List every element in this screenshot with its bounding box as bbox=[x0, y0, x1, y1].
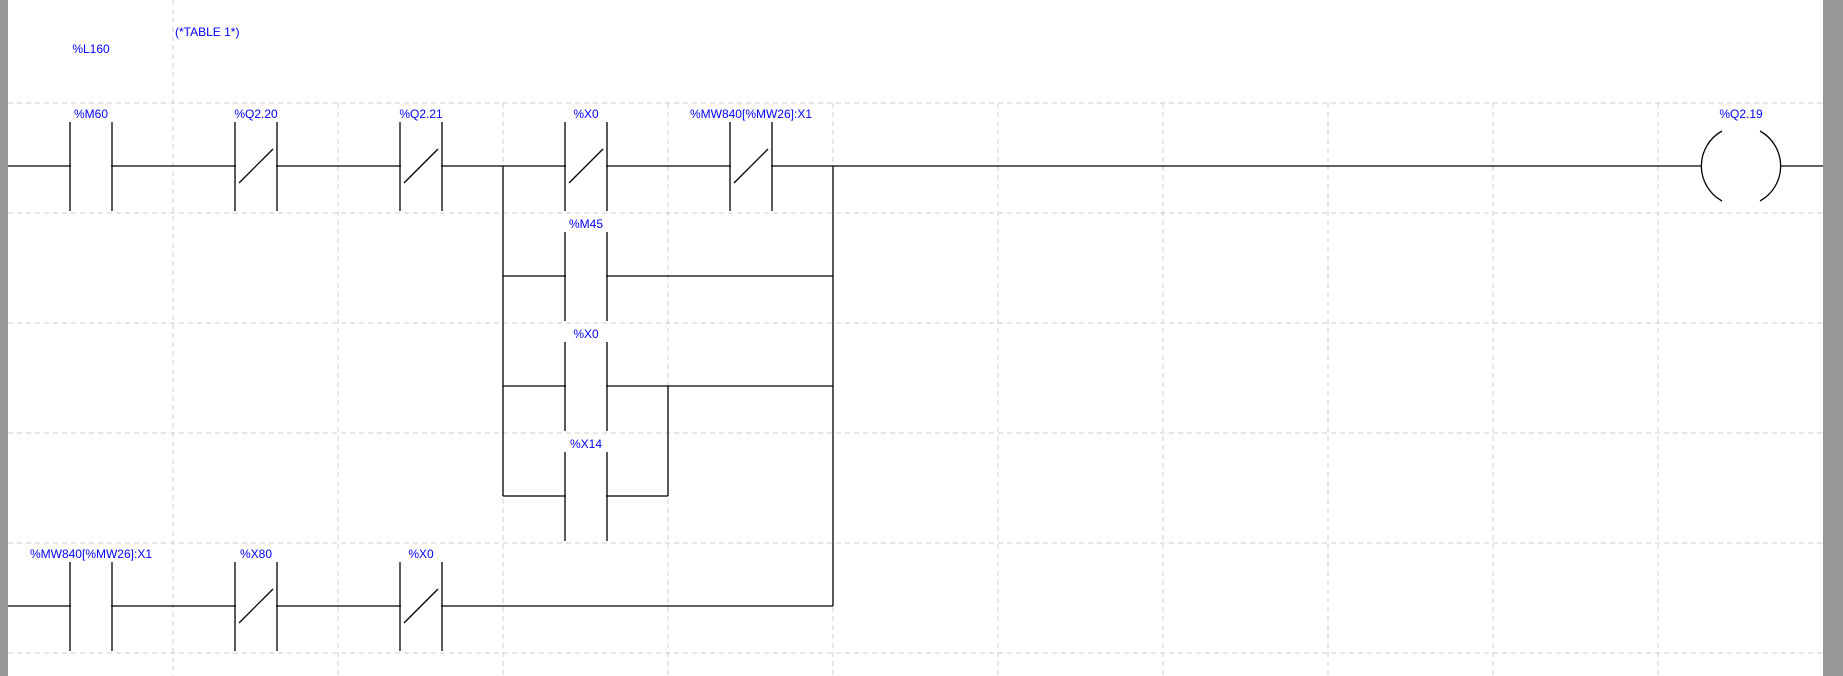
contact-no[interactable]: %X0 bbox=[564, 327, 608, 431]
negation-slash bbox=[403, 148, 439, 184]
contact-nc[interactable]: %X0 bbox=[399, 547, 443, 651]
contact-label: %MW840[%MW26]:X1 bbox=[690, 107, 812, 121]
contact-label: %Q2.21 bbox=[399, 107, 443, 121]
coil-arc-left bbox=[1700, 130, 1723, 202]
left-frame bbox=[0, 0, 8, 676]
contact-no[interactable]: %M45 bbox=[564, 217, 608, 321]
contact-no[interactable]: %M60 bbox=[69, 107, 113, 211]
contact-label: %X0 bbox=[573, 107, 599, 121]
contact-label: %MW840[%MW26]:X1 bbox=[30, 547, 152, 561]
contact-label: %M45 bbox=[569, 217, 603, 231]
contact-nc[interactable]: %X0 bbox=[564, 107, 608, 211]
contact-nc[interactable]: %Q2.20 bbox=[234, 107, 278, 211]
contact-label: %X0 bbox=[573, 327, 599, 341]
contact-no[interactable]: %MW840[%MW26]:X1 bbox=[30, 547, 152, 651]
contact-label: %X14 bbox=[570, 437, 602, 451]
contact-no[interactable]: %X14 bbox=[564, 437, 608, 541]
coil-%Q2.19[interactable]: %Q2.19 bbox=[1700, 107, 1782, 202]
negation-slash bbox=[568, 148, 604, 184]
ladder-elements: %M60 %Q2.20 %Q2.21 %X0 %MW840[%MW26]:X1 %Q2.1… bbox=[30, 107, 1782, 651]
right-scrollbar[interactable] bbox=[1823, 0, 1843, 676]
contact-label: %X0 bbox=[408, 547, 434, 561]
negation-slash bbox=[403, 588, 439, 624]
negation-slash bbox=[238, 588, 274, 624]
contact-label: %M60 bbox=[74, 107, 108, 121]
wires bbox=[8, 165, 1823, 607]
grid bbox=[8, 0, 1823, 676]
rung-comment[interactable]: (*TABLE 1*) bbox=[175, 25, 239, 39]
rung-label: %L160 bbox=[72, 42, 110, 56]
contact-label: %Q2.20 bbox=[234, 107, 278, 121]
contact-label: %X80 bbox=[240, 547, 272, 561]
contact-nc[interactable]: %X80 bbox=[234, 547, 278, 651]
coil-label: %Q2.19 bbox=[1719, 107, 1763, 121]
negation-slash bbox=[238, 148, 274, 184]
negation-slash bbox=[733, 148, 769, 184]
coil-arc-right bbox=[1759, 130, 1782, 202]
contact-nc[interactable]: %MW840[%MW26]:X1 bbox=[690, 107, 812, 211]
contact-nc[interactable]: %Q2.21 bbox=[399, 107, 443, 211]
